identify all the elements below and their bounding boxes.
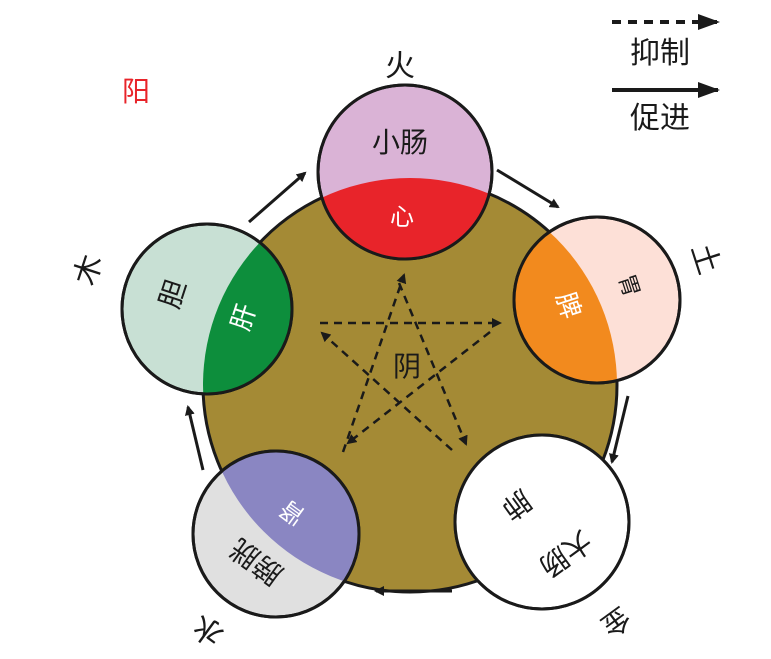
arrow-wood-to-fire bbox=[248, 171, 307, 224]
water-element-label: 水 bbox=[186, 607, 231, 653]
arrow-fire-to-metal bbox=[397, 282, 468, 446]
legend-promote-label: 促进 bbox=[630, 101, 690, 136]
wood-element-label: 木 bbox=[68, 250, 111, 289]
fire-element-label: 火 bbox=[385, 49, 415, 84]
legend-inhibit-label: 抑制 bbox=[630, 36, 690, 71]
arrow-fire-to-earth bbox=[496, 168, 560, 209]
earth-element-label: 土 bbox=[684, 239, 727, 278]
arrow-water-to-fire bbox=[341, 273, 407, 453]
promote-cycle-arrows bbox=[184, 168, 630, 596]
earth-yin-lens bbox=[514, 217, 617, 383]
fire-yin-lens bbox=[318, 178, 492, 259]
arrow-earth-to-metal bbox=[609, 395, 630, 464]
inhibit-pentagram-arrows bbox=[320, 273, 502, 453]
legend: 抑制 促进 bbox=[612, 14, 720, 136]
wood-group: 胆 肝 木 bbox=[68, 222, 294, 396]
metal-element-label: 金 bbox=[595, 600, 637, 643]
arrow-earth-to-water bbox=[346, 331, 491, 445]
water-group: 肾 膀胱 水 bbox=[186, 449, 361, 653]
arrow-water-to-wood bbox=[184, 405, 205, 471]
fire-yin-organ-label: 心 bbox=[390, 203, 414, 231]
yang-label: 阳 bbox=[122, 75, 150, 108]
fire-yang-organ-label: 小肠 bbox=[372, 126, 428, 159]
earth-group: 脾 胃 土 bbox=[512, 215, 727, 385]
metal-group: 肺 大肠 金 bbox=[453, 433, 637, 643]
fire-group: 小肠 心 火 bbox=[316, 49, 494, 261]
arrow-metal-to-wood bbox=[320, 331, 453, 451]
yin-label: 阴 bbox=[393, 350, 421, 383]
